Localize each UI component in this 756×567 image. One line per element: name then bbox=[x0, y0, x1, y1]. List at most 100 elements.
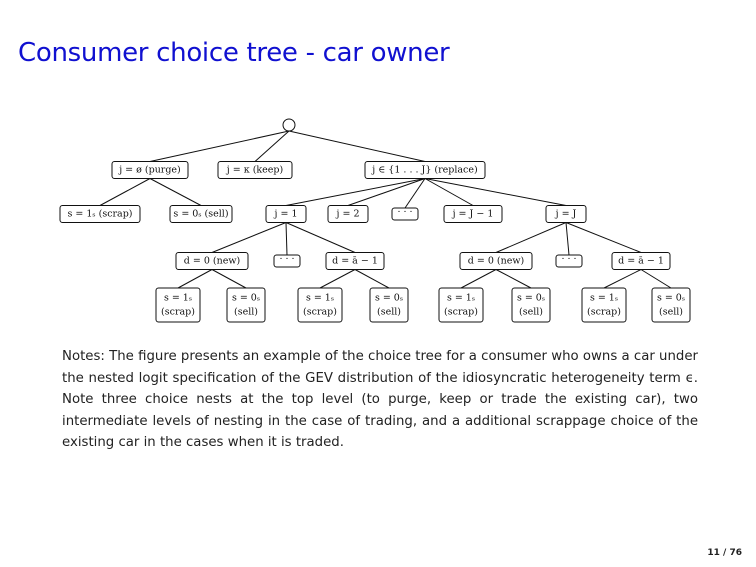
node-box bbox=[364, 161, 486, 179]
node-box bbox=[325, 252, 385, 270]
tree-node-eb: d = ā − 1 bbox=[611, 252, 671, 270]
leaf-label-bottom: (sell) bbox=[659, 307, 683, 318]
tree-edge bbox=[354, 269, 390, 289]
node-box bbox=[369, 287, 409, 323]
figure-notes: Notes: The figure presents an example of… bbox=[62, 349, 698, 450]
leaf-label-bottom: (scrap) bbox=[161, 307, 195, 318]
tree-node-l7: s = 1ₛ(scrap) bbox=[581, 287, 627, 323]
node-label: j ∈ {1 . . . J} (replace) bbox=[371, 165, 477, 176]
tree-node-jJ: j = J bbox=[545, 205, 587, 223]
leaf-label-top: s = 0ₛ bbox=[375, 293, 403, 304]
tree-node-ed: · · · bbox=[555, 254, 583, 268]
tree-edge bbox=[177, 269, 213, 289]
tree-edge bbox=[404, 178, 426, 209]
tree-node-jm: j = J − 1 bbox=[443, 205, 503, 223]
tree-edge bbox=[424, 178, 567, 206]
tree-node-da: d = 0 (new) bbox=[175, 252, 249, 270]
slide-title: Consumer choice tree - car owner bbox=[18, 38, 450, 68]
leaf-label-bottom: (scrap) bbox=[303, 307, 337, 318]
leaf-label-top: s = 1ₛ bbox=[447, 293, 475, 304]
tree-edge bbox=[424, 178, 474, 206]
leaf-label-bottom: (scrap) bbox=[444, 307, 478, 318]
tree-edge bbox=[285, 222, 288, 256]
tree-node-j1: j = 1 bbox=[265, 205, 307, 223]
tree-node-ea: d = 0 (new) bbox=[459, 252, 533, 270]
leaf-label-top: s = 0ₛ bbox=[517, 293, 545, 304]
tree-node-l6: s = 0ₛ (sell) bbox=[511, 287, 551, 323]
tree-node-db: d = ā − 1 bbox=[325, 252, 385, 270]
tree-node-jd: · · · bbox=[391, 207, 419, 221]
node-box bbox=[611, 252, 671, 270]
tree-node-keep: j = κ (keep) bbox=[217, 161, 293, 179]
tree-edge bbox=[211, 269, 247, 289]
tree-node-l1: s = 1ₛ (scrap) bbox=[155, 287, 201, 323]
node-box bbox=[511, 287, 551, 323]
node-box bbox=[155, 287, 201, 323]
node-box bbox=[169, 205, 233, 223]
leaf-label-bottom: (sell) bbox=[234, 307, 258, 318]
tree-edge bbox=[565, 222, 570, 256]
leaf-label-bottom: (sell) bbox=[377, 307, 401, 318]
node-box bbox=[226, 287, 266, 323]
node-label: · · · bbox=[397, 207, 412, 218]
leaf-label-top: s = 1ₛ bbox=[164, 293, 192, 304]
node-label: d = ā − 1 bbox=[618, 256, 664, 267]
tree-edge bbox=[640, 269, 672, 289]
node-box bbox=[391, 207, 419, 221]
tree-node-purge: j = ø (purge) bbox=[111, 161, 189, 179]
node-box bbox=[297, 287, 343, 323]
tree-edge bbox=[460, 269, 497, 289]
node-box bbox=[443, 205, 503, 223]
tree-edge bbox=[319, 269, 356, 289]
leaf-label-top: s = 0ₛ bbox=[657, 293, 685, 304]
tree-edge bbox=[254, 130, 290, 162]
tree-node-l2: s = 0ₛ (sell) bbox=[226, 287, 266, 323]
choice-tree-diagram: j = ø (purge) j = κ (keep) j ∈ {1 . . . J}… bbox=[59, 118, 691, 323]
leaf-label-top: s = 1ₛ bbox=[306, 293, 334, 304]
node-box bbox=[555, 254, 583, 268]
node-box bbox=[327, 205, 369, 223]
node-label: s = 0ₛ (sell) bbox=[173, 209, 228, 220]
node-box bbox=[581, 287, 627, 323]
tree-edge bbox=[285, 222, 356, 253]
node-box bbox=[59, 205, 141, 223]
node-box bbox=[438, 287, 484, 323]
node-label: d = ā − 1 bbox=[332, 256, 378, 267]
node-label: j = ø (purge) bbox=[118, 165, 181, 176]
tree-edge bbox=[603, 269, 642, 289]
tree-edge bbox=[495, 222, 567, 253]
node-box bbox=[459, 252, 533, 270]
tree-node-pl: s = 0ₛ (sell) bbox=[169, 205, 233, 223]
leaf-label-top: s = 0ₛ bbox=[232, 293, 260, 304]
node-box bbox=[111, 161, 189, 179]
node-label: j = 1 bbox=[274, 209, 298, 220]
tree-node-l3: s = 1ₛ (scrap) bbox=[297, 287, 343, 323]
tree-edge bbox=[347, 178, 426, 206]
tree-node-l4: s = 0ₛ (sell) bbox=[369, 287, 409, 323]
node-box bbox=[273, 254, 301, 268]
node-box bbox=[175, 252, 249, 270]
leaf-label-bottom: (sell) bbox=[519, 307, 543, 318]
root-node bbox=[282, 118, 296, 132]
tree-edge bbox=[285, 178, 426, 206]
node-label: d = 0 (new) bbox=[184, 256, 240, 267]
leaf-label-bottom: (scrap) bbox=[587, 307, 621, 318]
node-label: j = J bbox=[555, 209, 577, 220]
tree-node-l8: s = 0ₛ (sell) bbox=[651, 287, 691, 323]
tree-edge bbox=[99, 178, 151, 206]
page-number: 11 / 76 bbox=[707, 548, 742, 558]
node-label: j = J − 1 bbox=[452, 209, 494, 220]
node-label: j = 2 bbox=[336, 209, 360, 220]
tree-node-l5: s = 1ₛ (scrap) bbox=[438, 287, 484, 323]
tree-edge bbox=[495, 269, 532, 289]
node-label: · · · bbox=[279, 254, 294, 265]
tree-edge bbox=[149, 178, 202, 206]
node-box bbox=[217, 161, 293, 179]
tree-node-ps: s = 1ₛ (scrap) bbox=[59, 205, 141, 223]
tree-node-replace: j ∈ {1 . . . J} (replace) bbox=[364, 161, 486, 179]
node-label: d = 0 (new) bbox=[468, 256, 524, 267]
tree-node-j2: j = 2 bbox=[327, 205, 369, 223]
tree-edge bbox=[211, 222, 287, 253]
tree-edge bbox=[565, 222, 642, 253]
node-label: s = 1ₛ (scrap) bbox=[67, 209, 132, 220]
